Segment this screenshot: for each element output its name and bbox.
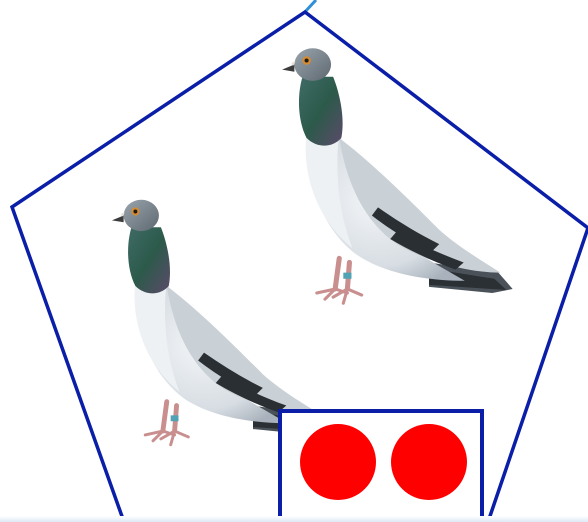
counter-dot-2 (391, 424, 467, 500)
counter-box (280, 411, 482, 518)
bottom-edge-gradient (0, 516, 588, 522)
counter-dot-1 (300, 424, 376, 500)
